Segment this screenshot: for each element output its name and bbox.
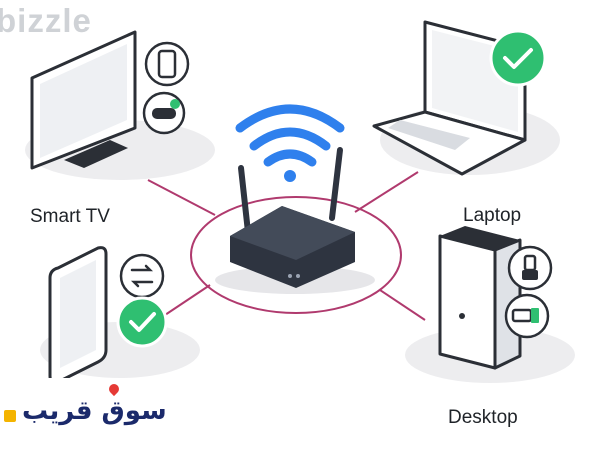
phone-icon-bubble xyxy=(144,41,190,87)
label-desktop: Desktop xyxy=(448,407,518,428)
ethernet-icon xyxy=(504,293,550,339)
usb-icon xyxy=(507,245,553,291)
badge-text: سوق قريب xyxy=(22,396,167,426)
check-icon-phone xyxy=(116,296,168,348)
wifi-dot xyxy=(284,170,296,182)
remote-icon-bubble xyxy=(142,91,186,135)
store-badge: سوق قريب xyxy=(0,378,184,450)
transfer-icon-bubble xyxy=(119,253,165,299)
line-to-laptop xyxy=(354,171,419,213)
connection-lines xyxy=(147,171,426,321)
line-to-tv xyxy=(147,179,216,216)
phone-device-icon xyxy=(48,246,108,384)
location-pin-icon xyxy=(106,381,122,397)
shopping-bag-icon xyxy=(4,410,16,422)
tv-icon xyxy=(30,30,137,170)
label-smart-tv: Smart TV xyxy=(30,206,110,227)
watermark-logo: bizzle xyxy=(0,2,92,39)
desktop-icon xyxy=(438,226,522,370)
line-to-phone xyxy=(164,284,211,316)
line-to-desktop xyxy=(379,289,426,321)
wifi-icon xyxy=(235,104,345,167)
label-laptop: Laptop xyxy=(463,205,522,226)
router-ring xyxy=(190,196,402,314)
router-icon xyxy=(230,147,355,288)
check-icon xyxy=(489,29,547,87)
